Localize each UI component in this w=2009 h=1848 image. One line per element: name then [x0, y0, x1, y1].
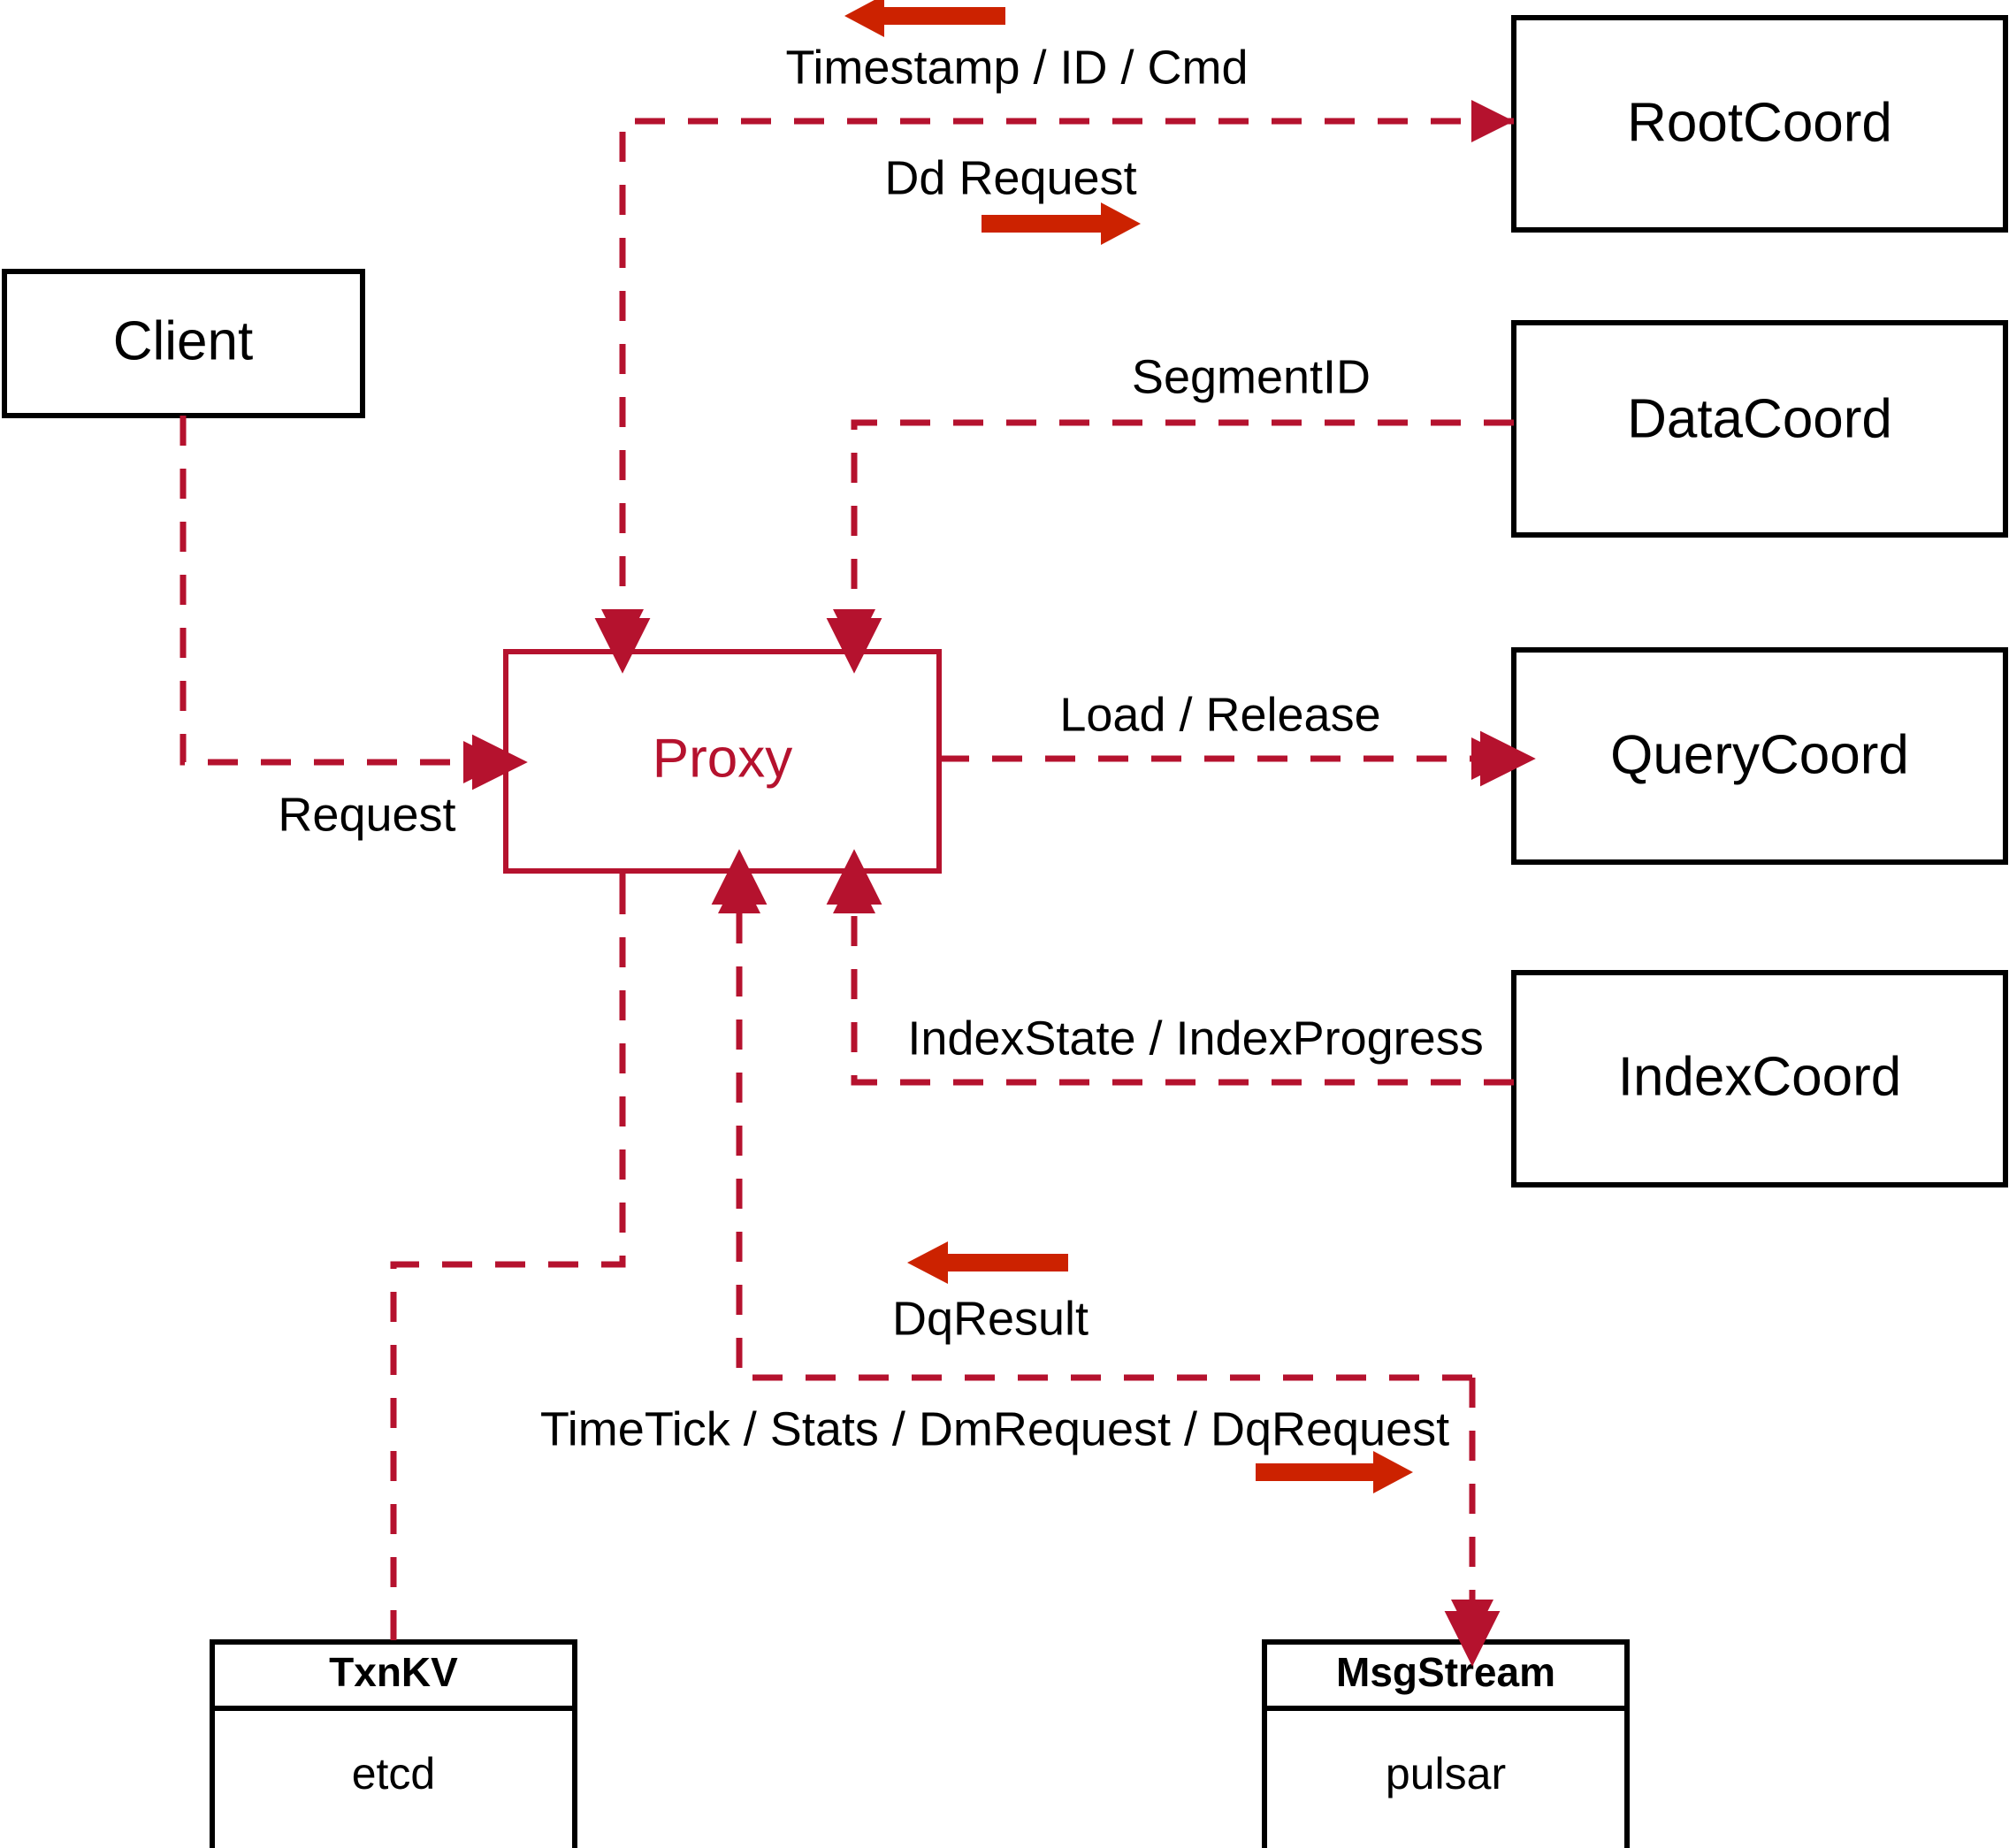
edge-msgstream-to-proxy: DqResult [711, 849, 1472, 1381]
node-indexcoord-label: IndexCoord [1618, 1046, 1902, 1107]
arrowhead-proxy-bottom-right [833, 871, 875, 913]
node-txnkv[interactable]: TxnKV etcd [210, 1639, 577, 1848]
node-txnkv-title: TxnKV [329, 1649, 458, 1695]
node-proxy-label: Proxy [653, 728, 792, 789]
node-msgstream-impl: pulsar [1386, 1749, 1506, 1798]
node-client[interactable]: Client [2, 269, 365, 418]
node-querycoord-label: QueryCoord [1610, 724, 1909, 785]
edge-label-load-release: Load / Release [1059, 688, 1380, 741]
node-msgstream[interactable]: MsgStream pulsar [1262, 1639, 1630, 1848]
edge-label-indexstate-indexprogress: IndexState / IndexProgress [907, 1012, 1483, 1065]
edge-label-timestamp-id-cmd: Timestamp / ID / Cmd [785, 41, 1248, 94]
node-rootcoord[interactable]: RootCoord [1511, 15, 2008, 233]
edge-indexcoord-to-proxy: IndexState / IndexProgress [826, 849, 1514, 1086]
edge-label-request: Request [278, 788, 455, 841]
arrowheads-proxy [463, 609, 875, 913]
node-proxy[interactable]: Proxy [503, 649, 942, 874]
direction-arrow-right-msgstream [1256, 1451, 1413, 1493]
arrowhead-proxy-top-left [601, 609, 644, 652]
node-indexcoord[interactable]: IndexCoord [1511, 970, 2008, 1187]
edge-datacoord-to-proxy: SegmentID [826, 350, 1514, 674]
edge-rootcoord-to-proxy: Timestamp / ID / Cmd [594, 0, 1514, 674]
node-datacoord[interactable]: DataCoord [1511, 320, 2008, 538]
arrowhead-into-rootcoord [1471, 100, 1514, 142]
edge-client-to-proxy: Request [180, 416, 528, 841]
edge-label-dd-request: Dd Request [884, 151, 1136, 204]
edge-proxy-to-querycoord: Load / Release [939, 688, 1536, 787]
edge-label-dqresult: DqResult [892, 1292, 1089, 1345]
node-querycoord[interactable]: QueryCoord [1511, 647, 2008, 865]
edge-proxy-to-msgstream: TimeTick / Stats / DmRequest / DqRequest [540, 1378, 1501, 1667]
edge-label-segmentid: SegmentID [1132, 350, 1371, 403]
node-msgstream-title: MsgStream [1336, 1649, 1555, 1695]
edge-proxy-to-rootcoord: Dd Request [884, 151, 1141, 245]
node-client-label: Client [113, 310, 254, 371]
arrowhead-into-msgstream [1451, 1600, 1493, 1642]
arrowhead-proxy-top-right [833, 609, 875, 652]
node-rootcoord-label: RootCoord [1627, 92, 1892, 153]
node-datacoord-label: DataCoord [1627, 388, 1892, 449]
edge-proxy-to-txnkv [390, 871, 626, 1642]
arrowhead-proxy-bottom-left [718, 871, 760, 913]
arrowhead-proxy-left [463, 741, 506, 783]
direction-arrow-left-dqresult [907, 1241, 1068, 1284]
edge-label-timetick-stats-dmrequest-dqrequest: TimeTick / Stats / DmRequest / DqRequest [540, 1402, 1449, 1455]
node-txnkv-impl: etcd [352, 1749, 436, 1798]
arrowhead-into-querycoord [1471, 737, 1514, 780]
direction-arrow-right-dd-request [982, 202, 1141, 245]
direction-arrow-left-timestamp [844, 0, 1005, 37]
